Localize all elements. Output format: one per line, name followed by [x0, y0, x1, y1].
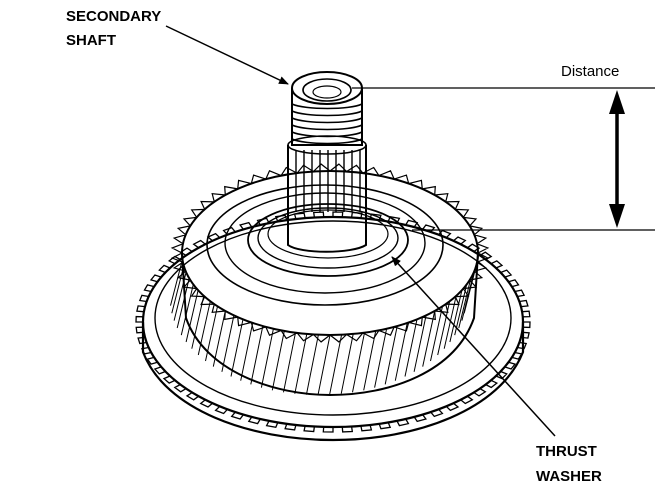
thrust-washer: [247, 203, 409, 277]
outer-teeth-path: [135, 211, 531, 433]
splines-path: [295, 150, 361, 212]
secondary-shaft: [287, 71, 367, 253]
secondary-shaft-label-line2: SHAFT: [66, 32, 116, 49]
shaft-threads: [291, 103, 363, 145]
threads-path: [291, 103, 363, 145]
outer-gear-ring: [135, 211, 531, 442]
gear-hub: [206, 184, 444, 306]
helical-teeth-path: [170, 163, 490, 343]
outer-ring-teeth: [135, 211, 531, 433]
distance-dimension: Distance: [352, 63, 655, 231]
secondary-shaft-leader: [165, 25, 289, 85]
helical-tooth-faces: [170, 259, 478, 396]
shaft-splines: [295, 150, 361, 212]
thrust-washer-callout: THRUST WASHER: [391, 256, 602, 485]
distance-arrow-top-head: [609, 90, 625, 114]
helical-teeth: [170, 163, 490, 343]
distance-arrow-bottom-head: [609, 204, 625, 228]
thrust-washer-leader: [391, 256, 556, 437]
distance-label: Distance: [561, 63, 619, 80]
gear-assembly: [135, 163, 531, 442]
secondary-shaft-callout: SECONDARY SHAFT: [66, 8, 289, 85]
helical-faces-path: [170, 259, 478, 396]
thrust-washer-label-line1: THRUST: [536, 443, 597, 460]
secondary-shaft-label-line1: SECONDARY: [66, 8, 161, 25]
helical-gear: [170, 163, 490, 397]
thrust-washer-label-line2: WASHER: [536, 468, 602, 485]
